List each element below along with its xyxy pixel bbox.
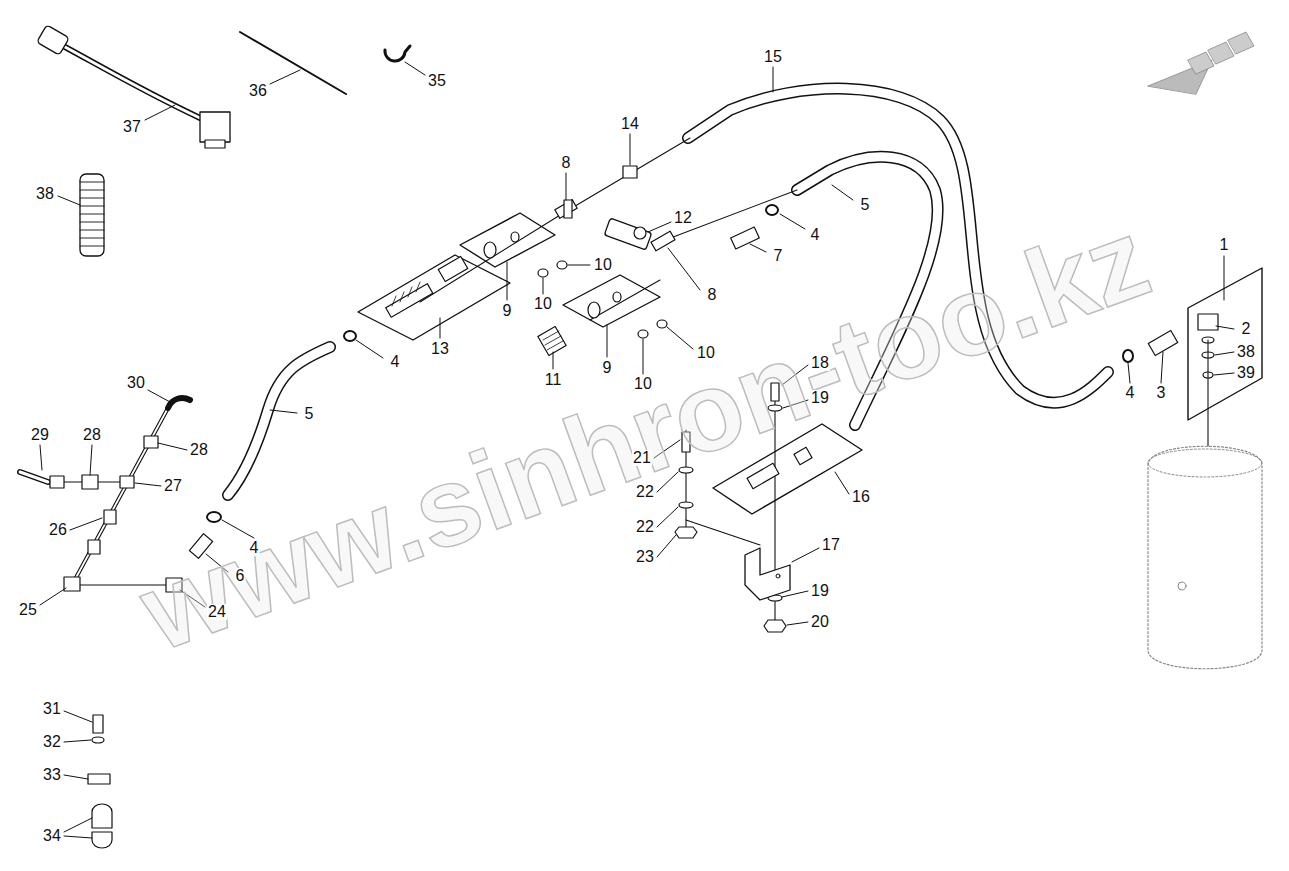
callout-number: 28 xyxy=(82,427,102,443)
callout-number: 13 xyxy=(430,341,450,357)
callout-number: 5 xyxy=(304,406,315,422)
callout-number: 19 xyxy=(810,583,830,599)
callout-number: 36 xyxy=(248,83,268,99)
callout-number: 33 xyxy=(42,767,62,783)
callout-number: 18 xyxy=(810,355,830,371)
callout-number: 6 xyxy=(235,568,246,584)
callout-number: 10 xyxy=(633,376,653,392)
callout-number: 29 xyxy=(30,427,50,443)
callout-number: 19 xyxy=(810,390,830,406)
callout-number: 30 xyxy=(126,375,146,391)
callout-number: 34 xyxy=(42,828,62,844)
callout-number: 16 xyxy=(851,489,871,505)
callout-number: 8 xyxy=(561,155,572,171)
callout-number: 23 xyxy=(635,549,655,565)
callout-number: 4 xyxy=(249,540,260,556)
callout-number: 10 xyxy=(593,257,613,273)
callout-number: 9 xyxy=(602,360,613,376)
callout-number: 5 xyxy=(860,197,871,213)
callout-number: 24 xyxy=(207,604,227,620)
callout-number: 25 xyxy=(18,602,38,618)
callout-number: 4 xyxy=(1125,385,1136,401)
callout-number: 7 xyxy=(773,248,784,264)
callout-number: 26 xyxy=(48,522,68,538)
callout-number: 11 xyxy=(544,372,563,388)
callout-number: 4 xyxy=(810,227,821,243)
callout-number: 35 xyxy=(427,73,447,89)
callout-number: 4 xyxy=(390,354,401,370)
callout-number: 15 xyxy=(763,49,783,65)
watermark-text: www.sinhron-too.kz xyxy=(128,201,1162,669)
callout-number: 14 xyxy=(620,116,640,132)
callout-number: 39 xyxy=(1236,365,1256,381)
callout-number: 32 xyxy=(42,734,62,750)
callout-number: 22 xyxy=(635,484,655,500)
callout-number: 38 xyxy=(1236,344,1256,360)
callout-number: 20 xyxy=(810,614,830,630)
callout-number: 17 xyxy=(821,537,841,553)
callout-number: 8 xyxy=(707,287,718,303)
callout-number: 3 xyxy=(1156,385,1167,401)
callout-number: 31 xyxy=(42,701,62,717)
callout-number: 27 xyxy=(163,478,183,494)
callout-number: 21 xyxy=(632,450,652,466)
callout-number: 38 xyxy=(35,186,55,202)
callout-number: 10 xyxy=(533,296,553,312)
callout-number: 12 xyxy=(673,210,693,226)
callout-number: 37 xyxy=(122,119,142,135)
callout-number: 10 xyxy=(696,345,716,361)
callout-number: 28 xyxy=(189,442,209,458)
callout-number: 2 xyxy=(1241,321,1252,337)
callout-number: 22 xyxy=(635,519,655,535)
callout-number: 9 xyxy=(502,303,513,319)
callout-number: 1 xyxy=(1219,237,1230,253)
